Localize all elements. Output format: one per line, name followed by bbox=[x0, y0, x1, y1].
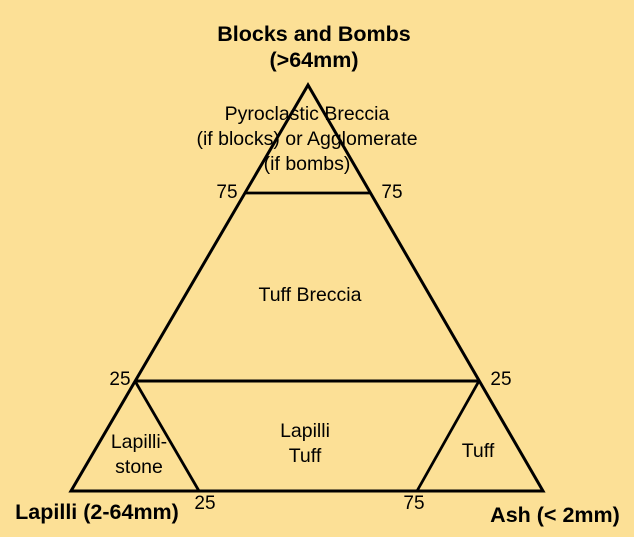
region-pyroclastic-breccia-line1: Pyroclastic Breccia bbox=[224, 103, 390, 125]
tick-left-edge-75: 75 bbox=[216, 182, 238, 203]
lapillistone-boundary-line bbox=[133, 380, 201, 492]
tick-right-edge-75: 75 bbox=[381, 182, 403, 203]
region-pyroclastic-breccia-label: Pyroclastic Breccia (if blocks) or Agglo… bbox=[196, 102, 417, 177]
tuff-boundary-line bbox=[415, 380, 481, 492]
region-lapillistone-line2: stone bbox=[115, 456, 163, 478]
region-lapilli-tuff-line2: Tuff bbox=[288, 445, 322, 467]
tick-right-edge-25: 25 bbox=[490, 369, 512, 390]
apex-axis-label-line2: (>64mm) bbox=[269, 48, 359, 72]
region-lapillistone-line1: Lapilli- bbox=[110, 431, 168, 453]
left-corner-axis-label: Lapilli (2-64mm) bbox=[15, 500, 179, 524]
tick-left-edge-25: 25 bbox=[109, 369, 131, 390]
region-tuff-breccia-label: Tuff Breccia bbox=[258, 284, 362, 306]
region-pyroclastic-breccia-line2: (if blocks) or Agglomerate bbox=[196, 128, 418, 150]
region-tuff-label: Tuff bbox=[461, 440, 495, 462]
tick-bottom-edge-75: 75 bbox=[403, 493, 425, 514]
region-lapilli-tuff-line1: Lapilli bbox=[280, 420, 330, 442]
region-lapilli-tuff-label: Lapilli Tuff bbox=[280, 419, 330, 469]
main-triangle-outline bbox=[68, 82, 546, 493]
right-corner-axis-label: Ash (< 2mm) bbox=[490, 503, 620, 527]
region-lapillistone-label: Lapilli- stone bbox=[111, 430, 167, 480]
apex-axis-label: Blocks and Bombs (>64mm) bbox=[217, 21, 411, 73]
region-pyroclastic-breccia-line3: (if bombs) bbox=[263, 153, 351, 175]
apex-axis-label-line1: Blocks and Bombs bbox=[217, 22, 411, 46]
tick-bottom-edge-25: 25 bbox=[194, 493, 216, 514]
